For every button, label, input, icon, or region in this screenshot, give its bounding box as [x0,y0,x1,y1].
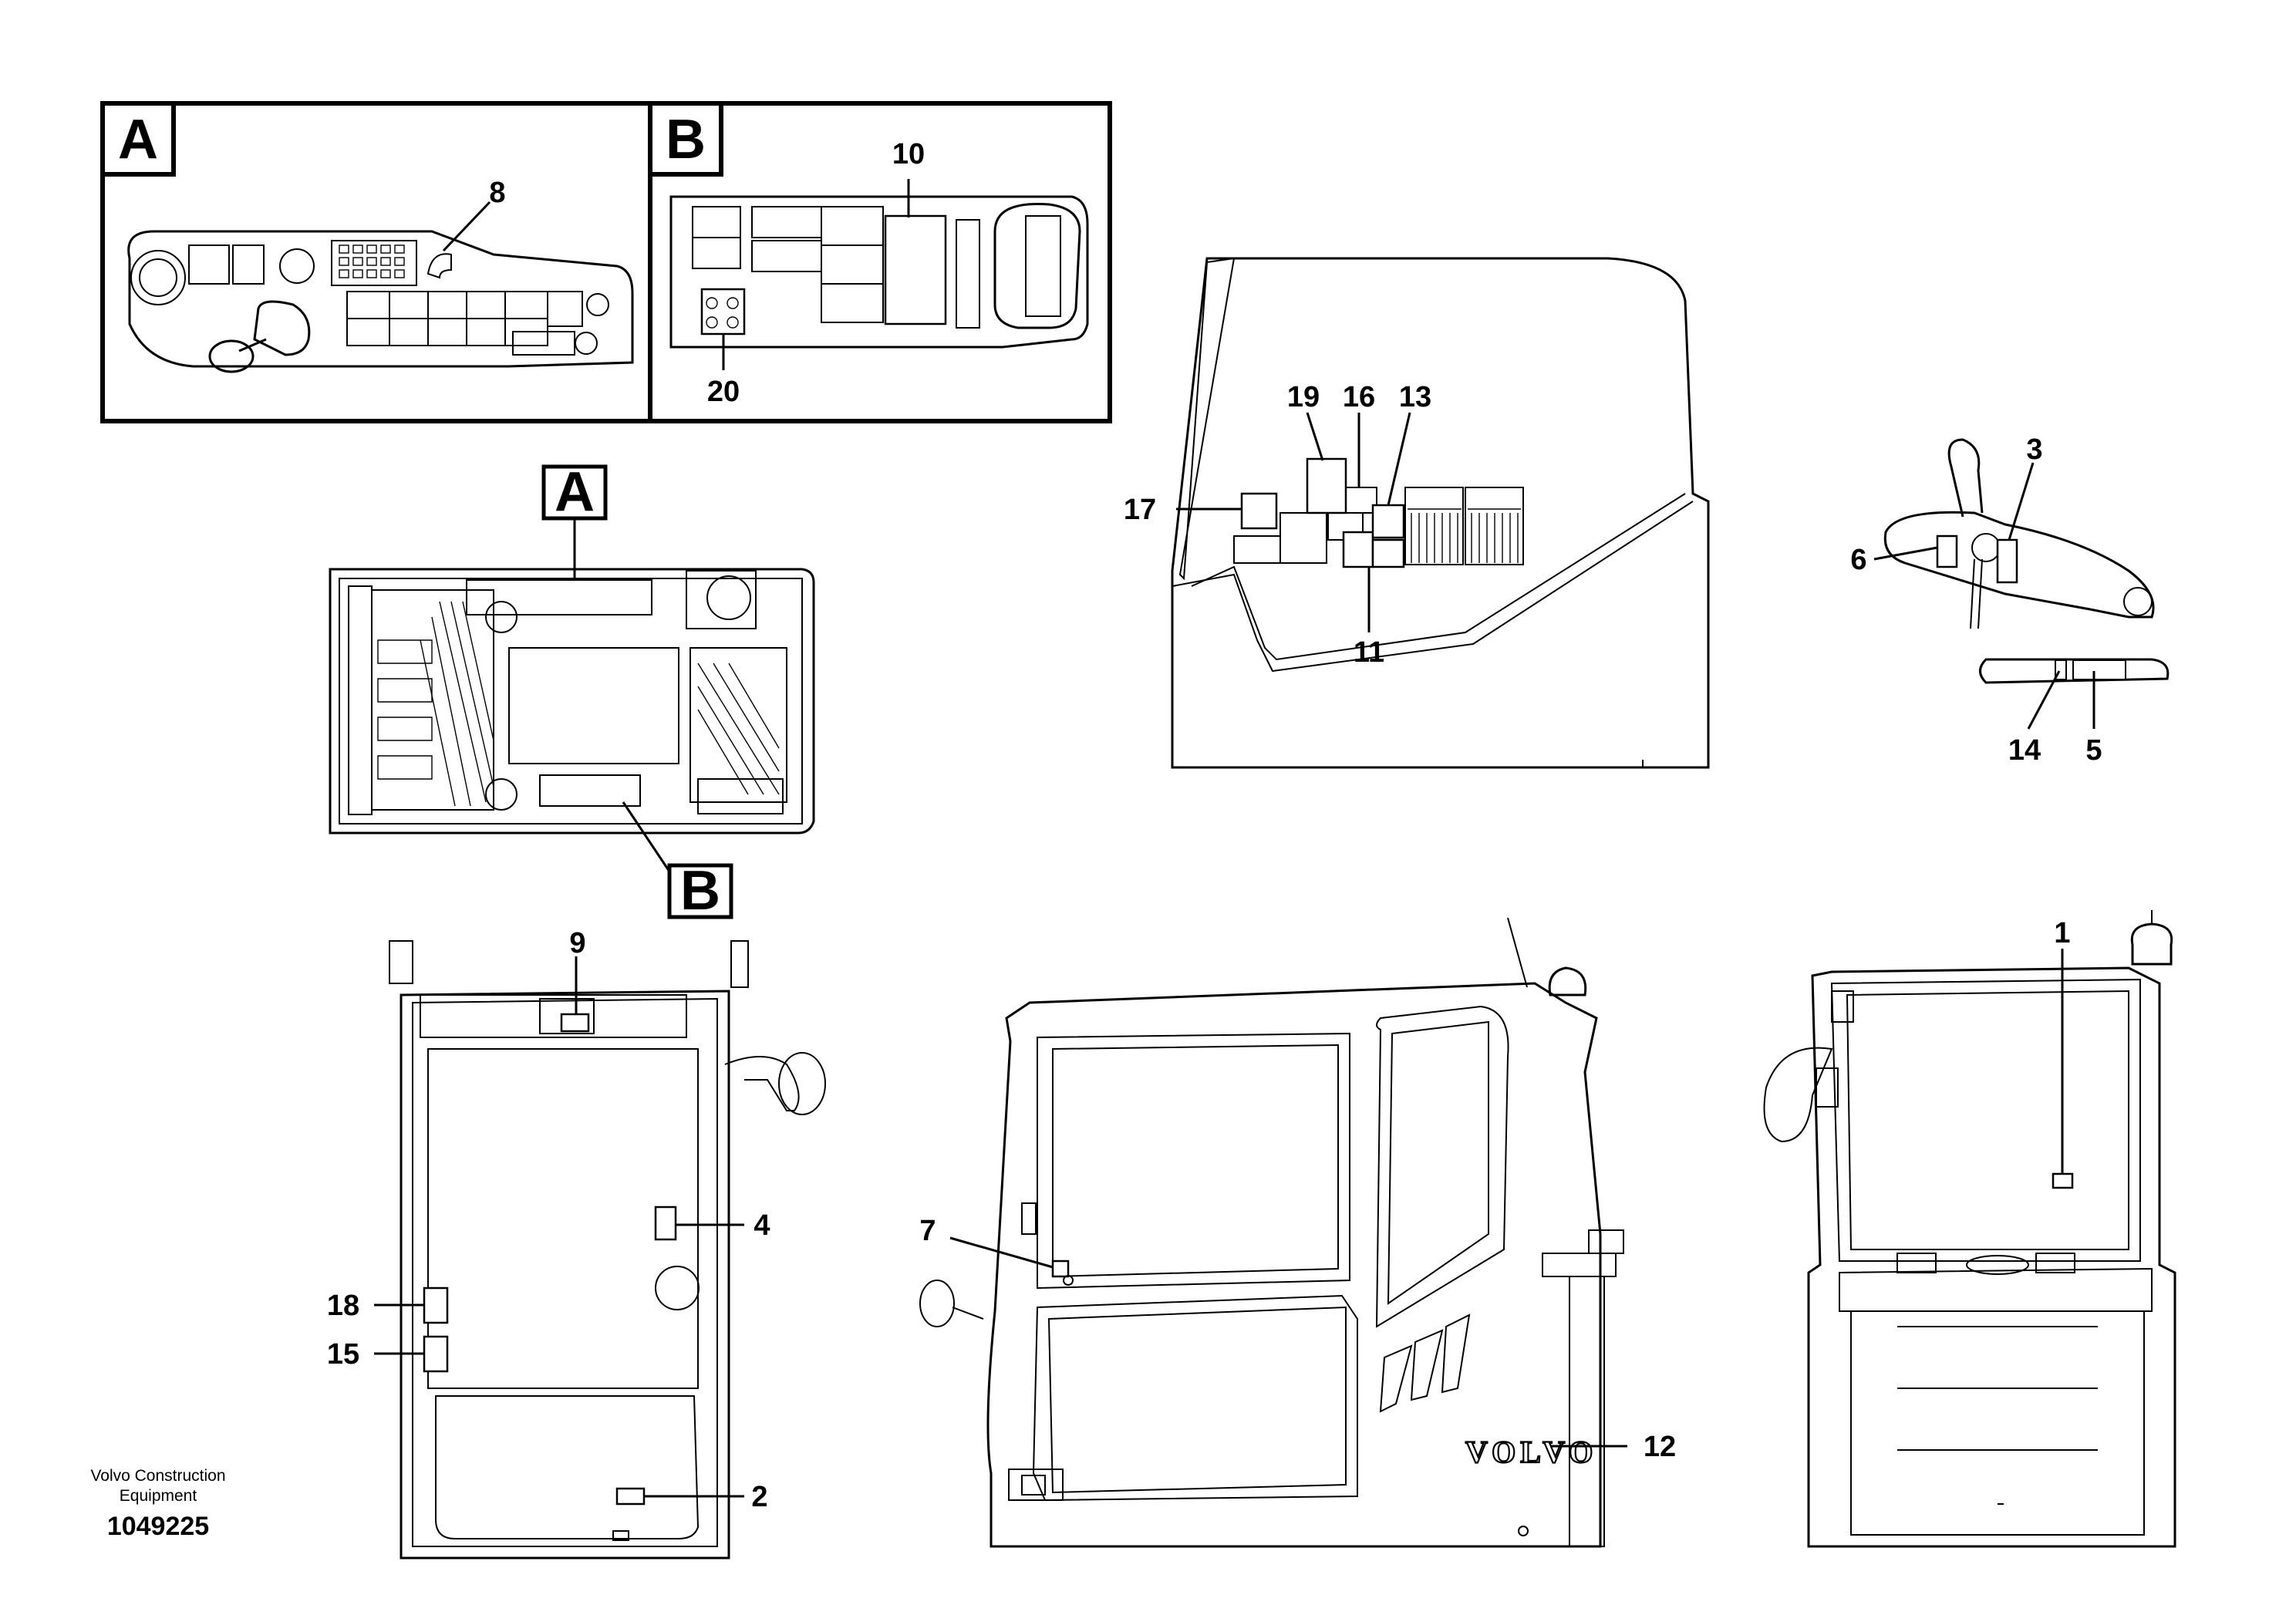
detail-box-letter-b: B [666,109,706,170]
view-pointer-b: B [622,801,733,922]
callout-16: 16 [1343,381,1375,413]
drawing-footer: Volvo Construction Equipment 1049225 [90,1467,225,1541]
callout-13: 13 [1399,381,1431,413]
view-pointer-letter-a: A [555,461,595,523]
callout-17: 17 [1124,494,1156,526]
cab-rear-view [389,940,826,1560]
drawing-number: 1049225 [107,1512,209,1541]
leader-lines [374,179,2095,1498]
cab-side-view: VOLVO [919,917,1624,1548]
callout-10: 10 [892,138,925,170]
view-pointer-a: A [541,461,608,580]
cab-side-window-view [1171,257,1710,769]
callout-18: 18 [327,1290,359,1322]
callout-2: 2 [751,1481,767,1513]
company-name-line2: Equipment [120,1487,197,1505]
callout-14: 14 [2008,734,2041,767]
company-name-line1: Volvo Construction [90,1467,225,1485]
callout-15: 15 [327,1338,359,1371]
volvo-logo-text: VOLVO [1465,1435,1597,1469]
callout-1: 1 [2054,917,2070,949]
callout-8: 8 [489,177,505,209]
callout-20: 20 [707,376,740,408]
callout-4: 4 [754,1209,770,1242]
detail-box-letter-a: A [118,109,158,170]
callout-3: 3 [2026,433,2042,466]
callout-numbers: 8 10 20 19 16 13 17 11 3 6 14 5 9 4 18 1… [327,138,2102,1513]
callout-7: 7 [919,1215,936,1247]
joystick-console-view [1883,438,2170,684]
callout-12: 12 [1644,1431,1676,1463]
callout-5: 5 [2085,734,2102,767]
cab-floor-top-view [329,568,815,835]
detail-view-a: A [100,101,652,423]
callout-9: 9 [569,927,585,959]
callout-11: 11 [1354,636,1384,669]
cab-front-view [1763,910,2176,1548]
callout-19: 19 [1287,381,1320,413]
callout-6: 6 [1850,544,1866,576]
detail-view-b: B [648,101,1112,423]
view-pointer-letter-b: B [680,860,720,922]
